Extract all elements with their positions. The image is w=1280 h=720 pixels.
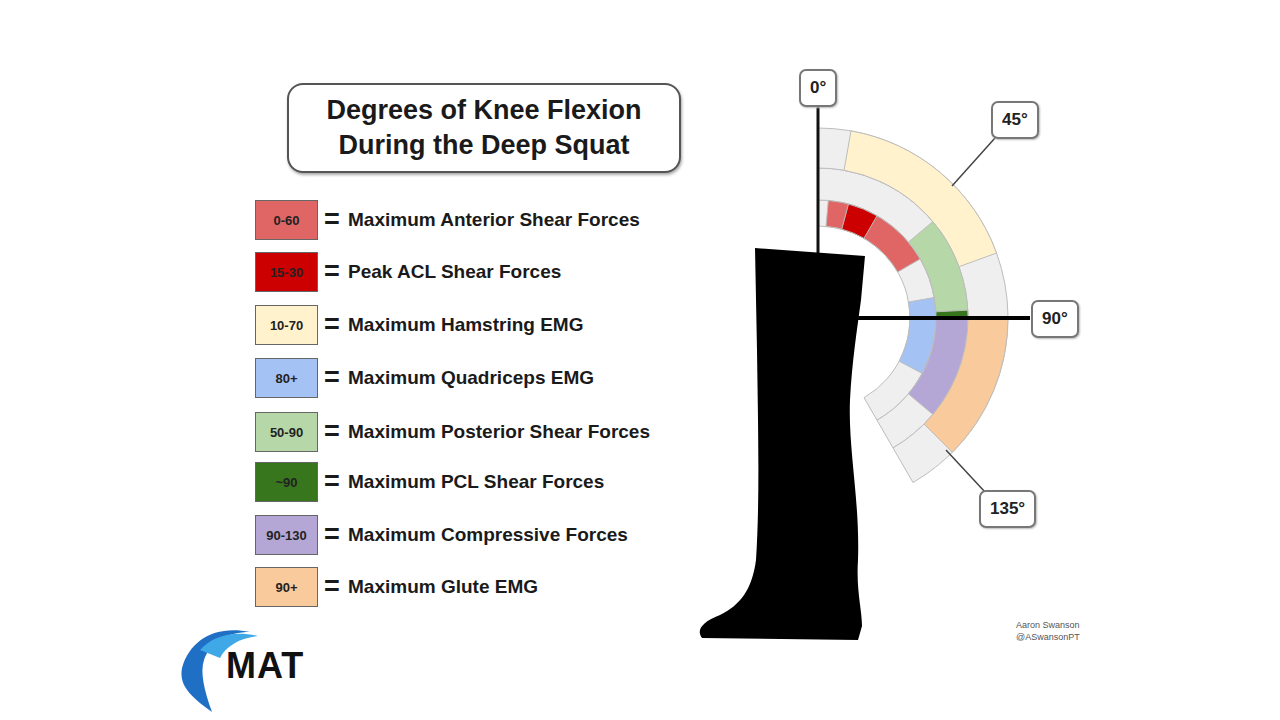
range-label: 15-30 xyxy=(270,265,303,280)
legend-swatch: 0-60 xyxy=(255,200,318,240)
equals-sign: = xyxy=(324,256,340,286)
angle-box: 0° xyxy=(799,69,837,107)
legend-text: Maximum Glute EMG xyxy=(348,576,538,598)
legend-swatch: 10-70 xyxy=(255,305,318,345)
legend-text: Maximum PCL Shear Forces xyxy=(348,471,604,493)
angle-label: 90° xyxy=(1042,308,1068,330)
range-label: 90+ xyxy=(275,580,297,595)
equals-sign: = xyxy=(324,416,340,446)
leader-line xyxy=(817,104,820,256)
angle-box: 45° xyxy=(991,101,1039,139)
thigh-line xyxy=(850,316,1030,320)
range-label: ~90 xyxy=(275,475,297,490)
legend-text: Maximum Posterior Shear Forces xyxy=(348,421,650,443)
credit-handle: @ASwansonPT xyxy=(1016,632,1080,643)
legend-swatch: 15-30 xyxy=(255,252,318,292)
flexion-band xyxy=(924,318,1008,452)
legend-text: Maximum Hamstring EMG xyxy=(348,314,583,336)
range-label: 0-60 xyxy=(273,213,299,228)
equals-sign: = xyxy=(324,362,340,392)
leg-silhouette xyxy=(700,248,865,640)
range-label: 80+ xyxy=(275,371,297,386)
title: Degrees of Knee Flexion During the Deep … xyxy=(299,93,669,163)
equals-sign: = xyxy=(324,309,340,339)
angle-label: 45° xyxy=(1002,109,1028,131)
legend-text: Maximum Quadriceps EMG xyxy=(348,367,594,389)
leader-line xyxy=(952,138,995,186)
legend-text: Maximum Compressive Forces xyxy=(348,524,628,546)
angle-box: 90° xyxy=(1031,300,1079,338)
equals-sign: = xyxy=(324,466,340,496)
equals-sign: = xyxy=(324,519,340,549)
leader-line xyxy=(946,450,985,492)
legend-swatch: 80+ xyxy=(255,358,318,398)
angle-box: 135° xyxy=(979,490,1036,528)
legend-text: Peak ACL Shear Forces xyxy=(348,261,561,283)
range-label: 10-70 xyxy=(270,318,303,333)
flexion-band xyxy=(842,204,877,238)
angle-label: 135° xyxy=(990,498,1025,520)
legend-swatch: 50-90 xyxy=(255,412,318,452)
credit-text: Aaron Swanson xyxy=(1016,620,1080,631)
equals-sign: = xyxy=(324,204,340,234)
legend-text: Maximum Anterior Shear Forces xyxy=(348,209,640,231)
title-box: Degrees of Knee Flexion During the Deep … xyxy=(287,83,681,173)
legend-swatch: 90-130 xyxy=(255,515,318,555)
range-label: 50-90 xyxy=(270,425,303,440)
legend-swatch: 90+ xyxy=(255,567,318,607)
legend-swatch: ~90 xyxy=(255,462,318,502)
angle-label: 0° xyxy=(810,77,826,99)
range-label: 90-130 xyxy=(266,528,306,543)
flexion-band xyxy=(908,222,968,318)
logo-text: MAT xyxy=(226,646,304,686)
equals-sign: = xyxy=(324,571,340,601)
